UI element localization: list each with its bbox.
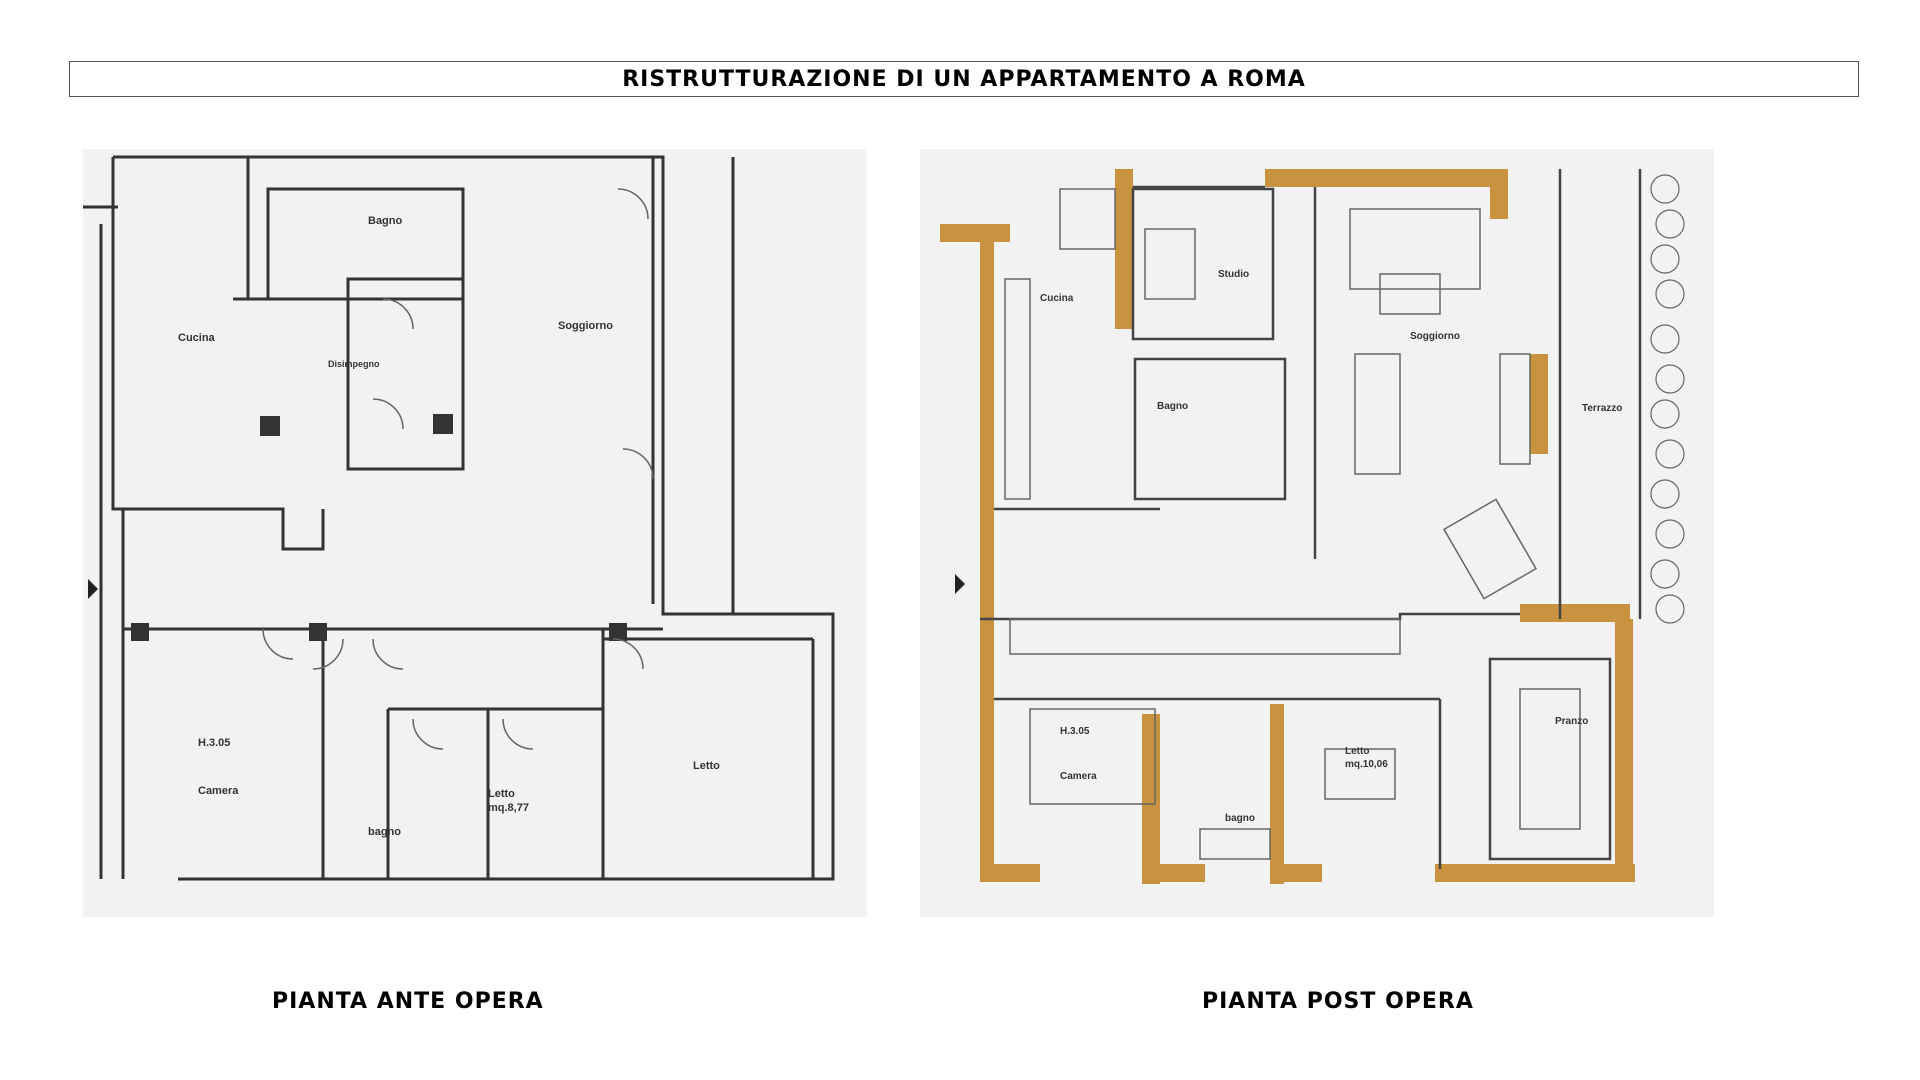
room-label-cucina: Cucina [178,332,216,344]
plan-paper [920,149,1714,917]
furniture [1004,188,1581,860]
dining-table [1519,688,1581,830]
room-label-disimpegno: Disimpegno [328,359,380,369]
caption-after: PIANTA POST OPERA [1202,989,1474,1014]
room-label-letto-right: Letto [693,760,720,772]
desk-angled [1442,498,1538,600]
room-label-letto-small-area: mq.8,77 [488,802,529,814]
caption-before: PIANTA ANTE OPERA [272,989,544,1014]
trees [1650,174,1685,624]
coffee-table [1379,273,1441,315]
plan-paper [83,149,867,917]
letto-desk [1324,748,1396,800]
room-label-height: H.3.05 [198,737,230,749]
plan-walls [83,155,835,881]
entrance-arrow [88,579,98,599]
wardrobe-strip [1009,618,1401,655]
tv-cabinet [1499,353,1531,465]
room-label-studio: Studio [1218,269,1249,280]
floor-plan-before-drawing: Bagno Cucina Disimpegno Soggiorno H.3.05… [83,149,867,917]
page-title: RISTRUTTURAZIONE DI UN APPARTAMENTO A RO… [69,61,1859,97]
floor-plan-after-drawing: Cucina Studio Bagno Soggiorno Terrazzo H… [920,149,1714,917]
room-label-soggiorno: Soggiorno [1410,331,1460,342]
bed [1029,708,1156,805]
plan-pillars [131,414,627,641]
kitchen-counter [1004,278,1031,500]
room-label-letto-area: mq.10,06 [1345,759,1388,770]
room-label-camera: Camera [1060,771,1097,782]
plan-doors [262,188,654,750]
room-label-pranzo: Pranzo [1555,716,1588,727]
room-label-camera: Camera [198,785,239,797]
room-label-height: H.3.05 [1060,726,1090,737]
kitchen-table [1059,188,1116,250]
room-label-letto: Letto [1345,746,1369,757]
entrance-arrow [955,574,965,594]
room-label-letto-small: Letto [488,788,515,800]
room-label-soggiorno: Soggiorno [558,320,613,332]
studio-desk [1144,228,1196,300]
room-label-terrazzo: Terrazzo [1582,403,1622,414]
room-label-bagno: Bagno [1157,401,1188,412]
room-label-bagno-bottom: bagno [368,826,401,838]
floor-plan-after: Cucina Studio Bagno Soggiorno Terrazzo H… [920,149,1714,917]
sofa-side [1354,353,1401,475]
new-walls [940,169,1635,884]
bathtub [1199,828,1271,860]
room-label-bagno-bottom: bagno [1225,813,1255,824]
room-label-bagno: Bagno [368,215,403,227]
floor-plan-before: Bagno Cucina Disimpegno Soggiorno H.3.05… [83,149,867,917]
room-label-cucina: Cucina [1040,293,1074,304]
sofa-l [1349,208,1481,290]
